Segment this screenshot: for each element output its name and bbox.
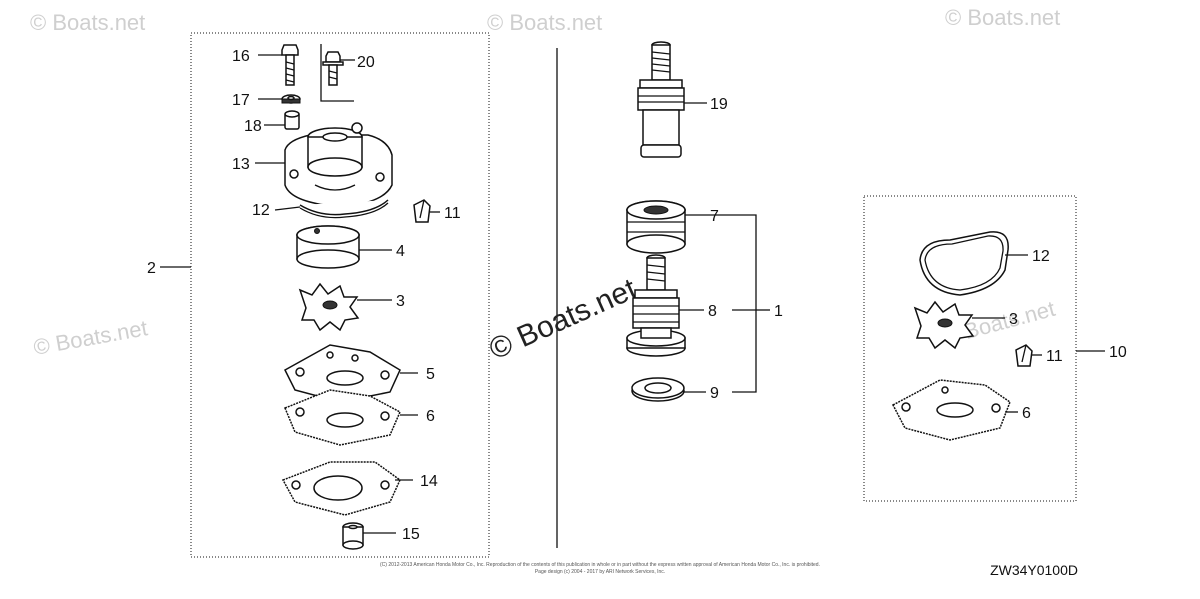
- callout-10: 10: [1109, 344, 1127, 361]
- callout-18: 18: [244, 118, 262, 135]
- gasket-14: [281, 461, 413, 516]
- key-11-right: [1015, 344, 1042, 367]
- group-10-frame: [863, 195, 1105, 502]
- callout-6-left: 6: [426, 408, 435, 425]
- bolt-16: [258, 44, 299, 86]
- grommet-15: [342, 522, 396, 550]
- callout-12-left: 12: [252, 202, 270, 219]
- collar-18: [264, 110, 300, 130]
- copyright-line-1: (C) 2012-2013 American Honda Motor Co., …: [380, 562, 820, 568]
- callout-14: 14: [420, 473, 438, 490]
- watermark-center: © Boats.net: [484, 272, 642, 366]
- callout-2: 2: [147, 260, 156, 277]
- callout-11-left: 11: [444, 205, 461, 222]
- callout-7: 7: [710, 208, 719, 225]
- callout-12-right: 12: [1032, 248, 1050, 265]
- copyright-line-2: Page design (c) 2004 - 2017 by ARI Netwo…: [535, 569, 665, 575]
- gasket-12-right: [919, 231, 1028, 296]
- callout-5: 5: [426, 366, 435, 383]
- callout-1: 1: [774, 303, 783, 320]
- callout-3-right: 3: [1009, 311, 1018, 328]
- key-11-left: [413, 199, 440, 223]
- callout-9: 9: [710, 385, 719, 402]
- diagram-code: ZW34Y0100D: [990, 562, 1078, 578]
- impeller-3-left: [298, 282, 392, 332]
- callout-20: 20: [357, 54, 375, 71]
- callout-3-left: 3: [396, 293, 405, 310]
- callout-16: 16: [232, 48, 250, 65]
- wear-plate-5: [284, 344, 418, 403]
- callout-17: 17: [232, 92, 250, 109]
- watermark-top-right: © Boats.net: [945, 5, 1060, 30]
- washer-17: [258, 94, 301, 104]
- callout-4: 4: [396, 243, 405, 260]
- callout-11-right: 11: [1046, 348, 1063, 365]
- watermark-mid-left: © Boats.net: [32, 315, 150, 360]
- gasket-6-right: [891, 379, 1018, 441]
- callout-13: 13: [232, 156, 250, 173]
- impeller-housing-insert-4: [296, 225, 392, 269]
- shaft-8: [626, 254, 704, 357]
- bolt-20: [320, 44, 355, 102]
- callout-19: 19: [710, 96, 728, 113]
- group-2-frame: [160, 32, 490, 558]
- watermark-top-left: © Boats.net: [30, 10, 145, 35]
- shaft-19: [637, 41, 707, 158]
- gasket-6-left: [284, 389, 418, 446]
- watermark-top-center: © Boats.net: [487, 10, 602, 35]
- callout-6-right: 6: [1022, 405, 1031, 422]
- group-1-bracket: [732, 214, 770, 393]
- pump-housing-13: [255, 122, 393, 206]
- washer-9: [631, 377, 706, 402]
- bearing-nut-7: [626, 200, 732, 254]
- callout-15: 15: [402, 526, 420, 543]
- o-ring-12-left: [274, 199, 389, 219]
- impeller-3-right: [913, 300, 1005, 350]
- callout-8: 8: [708, 303, 717, 320]
